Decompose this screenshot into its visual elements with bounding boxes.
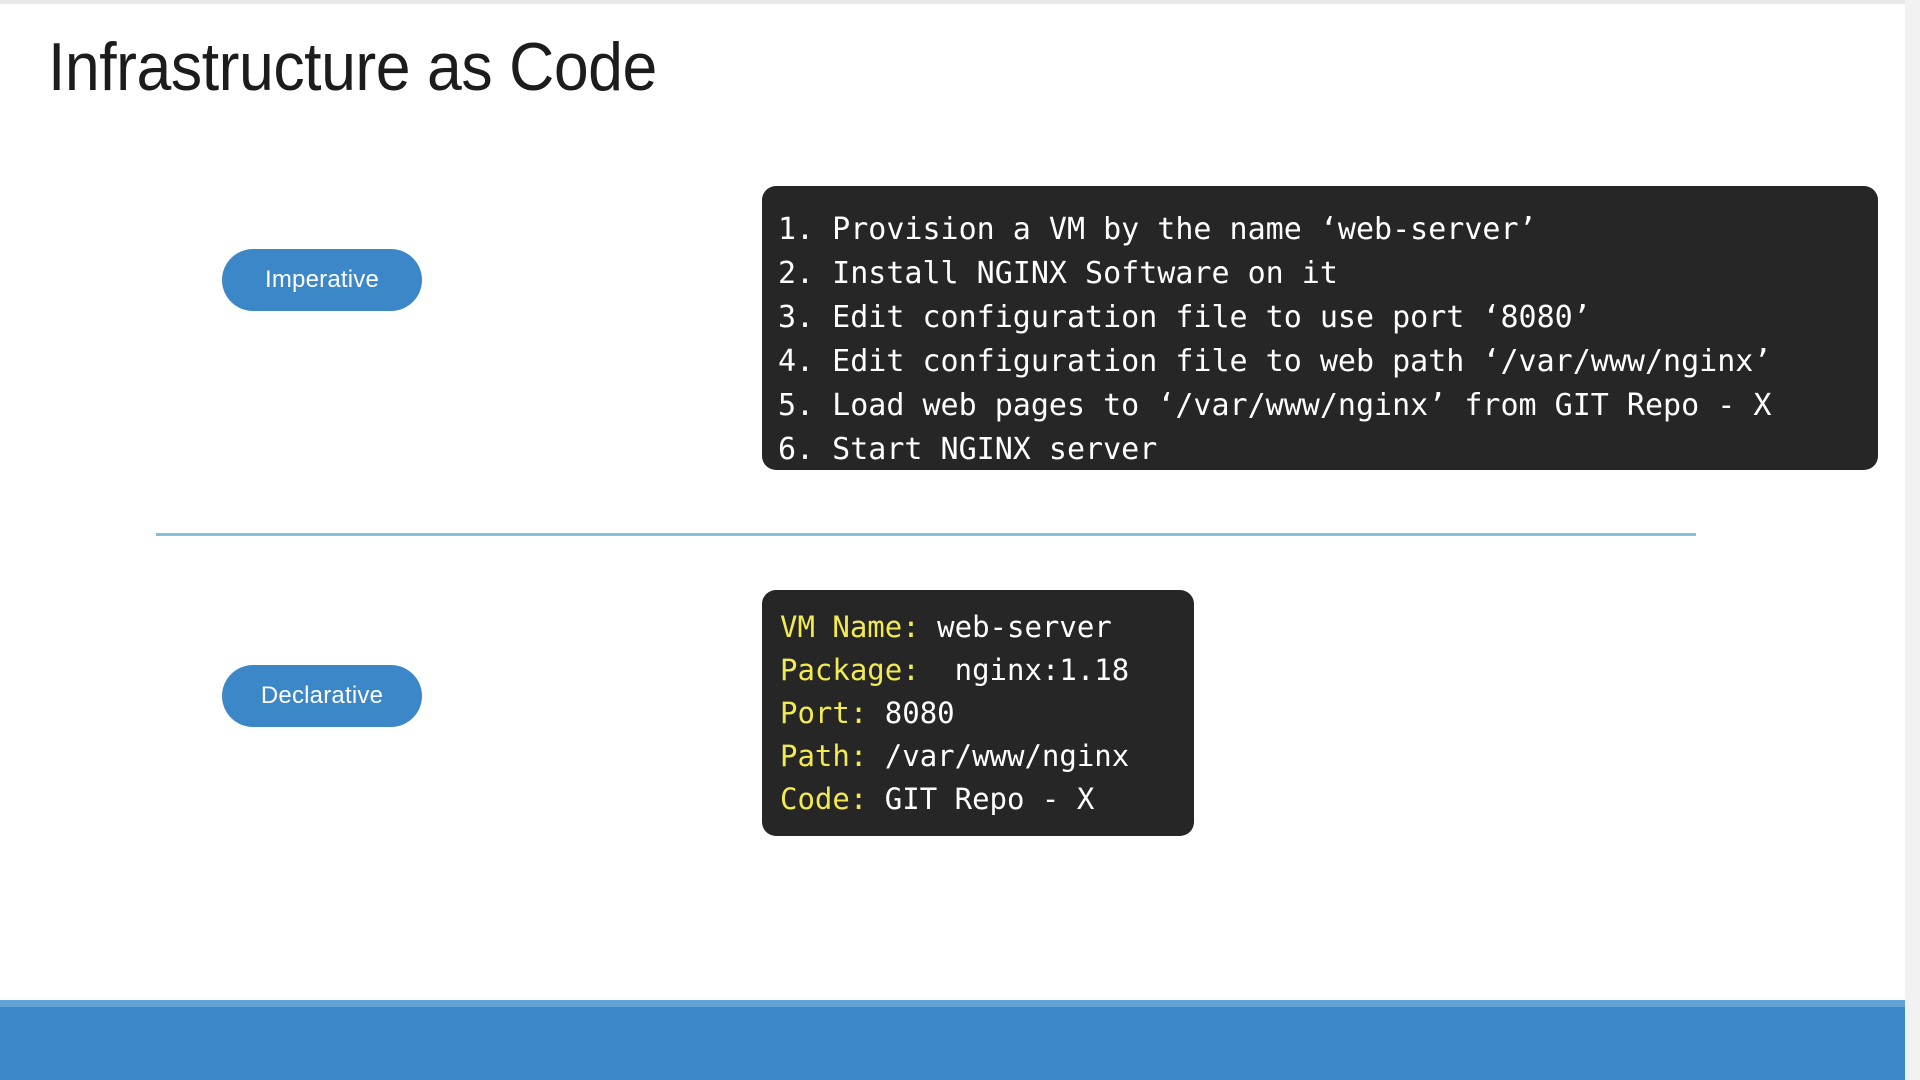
declarative-entry-value: GIT Repo - X (867, 782, 1095, 816)
label-declarative: Declarative (222, 665, 422, 727)
declarative-entry: VM Name: web-server (780, 606, 1194, 649)
declarative-entry-key: Package: (780, 653, 920, 687)
footer-band (0, 1000, 1905, 1080)
declarative-entry-key: Code: (780, 782, 868, 816)
page-title: Infrastructure as Code (48, 29, 657, 105)
declarative-entry-key: VM Name: (780, 610, 920, 644)
declarative-entry-key: Path: (780, 739, 868, 773)
top-hairline (0, 0, 1905, 4)
declarative-entry: Port: 8080 (780, 692, 1194, 735)
declarative-entry: Package: nginx:1.18 (780, 649, 1194, 692)
footer-band-highlight (0, 1000, 1905, 1007)
declarative-entry-key: Port: (780, 696, 868, 730)
declarative-entry-value: 8080 (867, 696, 955, 730)
imperative-step-line: 2. Install NGINX Software on it (778, 256, 1338, 291)
right-gutter (1905, 0, 1920, 1080)
imperative-code-block: 1. Provision a VM by the name ‘web-serve… (762, 186, 1878, 470)
label-imperative: Imperative (222, 249, 422, 311)
declarative-entry: Code: GIT Repo - X (780, 778, 1194, 821)
declarative-entry-value: nginx:1.18 (919, 653, 1130, 687)
imperative-step-line: 3. Edit configuration file to use port ‘… (778, 300, 1591, 335)
imperative-step-line: 6. Start NGINX server (778, 432, 1158, 467)
declarative-entry-value: web-server (919, 610, 1112, 644)
declarative-entry-value: /var/www/nginx (867, 739, 1130, 773)
imperative-step-line: 4. Edit configuration file to web path ‘… (778, 344, 1772, 379)
imperative-step-line: 5. Load web pages to ‘/var/www/nginx’ fr… (778, 388, 1772, 423)
declarative-entry: Path: /var/www/nginx (780, 735, 1194, 778)
section-divider (156, 533, 1696, 536)
imperative-step-line: 1. Provision a VM by the name ‘web-serve… (778, 212, 1537, 247)
